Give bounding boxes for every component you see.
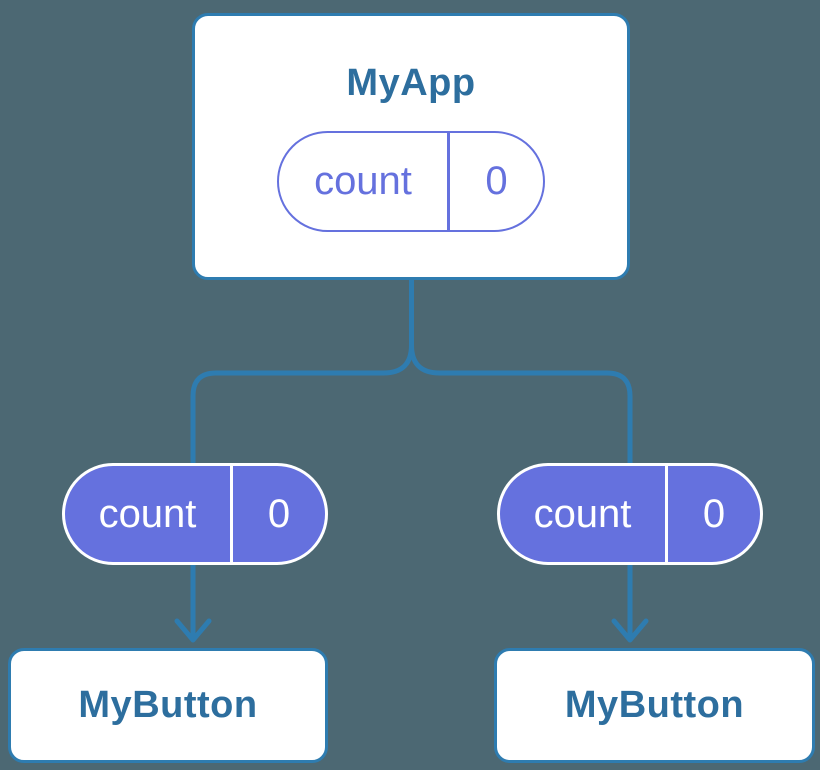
child-component-node-left: MyButton [8, 648, 328, 763]
root-component-label: MyApp [346, 62, 476, 104]
child-left-state-pill: count 0 [62, 463, 328, 565]
child-component-node-right: MyButton [494, 648, 815, 763]
child-right-component-label: MyButton [564, 684, 745, 726]
child-right-state-pill: count 0 [497, 463, 763, 565]
root-state-value-label: 0 [485, 159, 508, 203]
root-state-key-label: count [314, 159, 412, 203]
child-right-pill-divider [665, 466, 668, 562]
child-left-state-key-label: count [98, 491, 197, 536]
root-state-pill: count 0 [277, 131, 545, 232]
child-left-state-value-label: 0 [267, 491, 291, 536]
arrow-right-head [611, 618, 649, 643]
child-right-state-key-label: count [533, 491, 632, 536]
fork-edge-left [190, 280, 414, 470]
arrow-left-head [174, 618, 212, 643]
root-pill-divider [447, 133, 450, 230]
child-left-component-label: MyButton [78, 684, 258, 726]
child-left-pill-divider [230, 466, 233, 562]
root-component-node: MyApp count 0 [192, 13, 630, 280]
child-right-state-value-label: 0 [702, 491, 726, 536]
fork-edge-right [409, 280, 633, 470]
